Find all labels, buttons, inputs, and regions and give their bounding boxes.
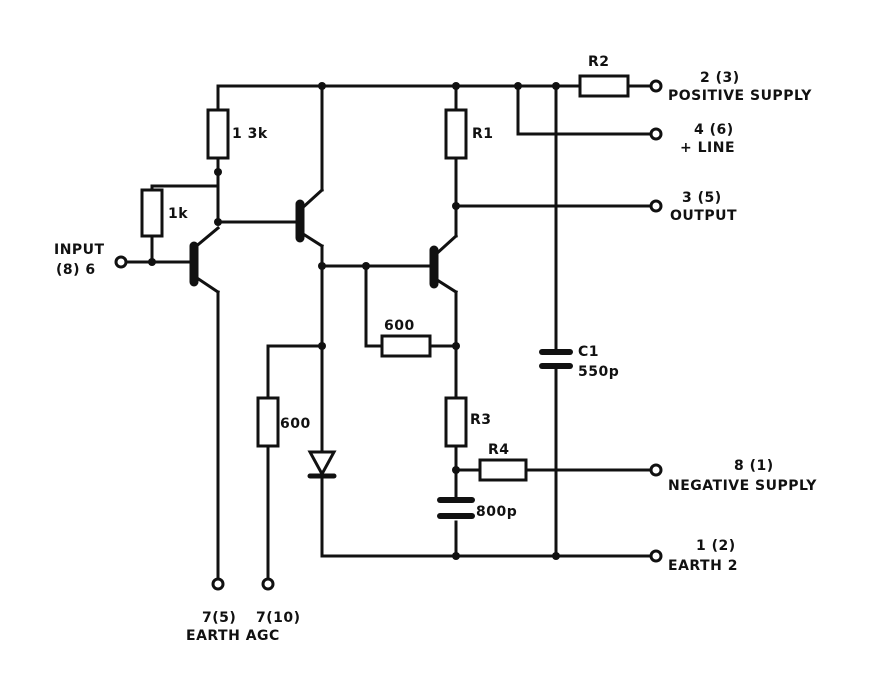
junction-dots: [148, 82, 560, 560]
label-c1-name: C1: [578, 344, 599, 360]
label-600-horizontal: 600: [384, 318, 415, 334]
input-stage: [124, 84, 300, 580]
label-positive-supply: POSITIVE SUPPLY: [668, 88, 812, 104]
label-r2: R2: [588, 54, 610, 70]
terminal-output: [649, 199, 663, 213]
terminal-input: [114, 255, 128, 269]
label-1k3: 1 3k: [232, 126, 268, 142]
label-plus-line: + LINE: [680, 140, 735, 156]
label-negative-supply-pins: 8 (1): [734, 458, 774, 474]
capacitor-800p: [437, 497, 475, 519]
label-negative-supply: NEGATIVE SUPPLY: [668, 478, 817, 494]
terminal-agc: [261, 577, 275, 591]
resistor-r2: [578, 74, 630, 98]
label-earth-agc: EARTH AGC: [186, 628, 280, 644]
resistor-1k: [140, 188, 164, 238]
resistor-r3: [444, 396, 468, 448]
label-earth2: EARTH 2: [668, 558, 738, 574]
resistor-600-vertical: [256, 396, 280, 448]
label-input: INPUT: [54, 242, 105, 258]
label-output-pins: 3 (5): [682, 190, 722, 206]
label-r3: R3: [470, 412, 492, 428]
label-800p: 800p: [476, 504, 517, 520]
resistor-600-horizontal: [380, 334, 432, 358]
label-output: OUTPUT: [670, 208, 737, 224]
capacitor-c1: [539, 349, 573, 369]
label-input-pins: (8) 6: [56, 262, 96, 278]
terminal-negative-supply: [649, 463, 663, 477]
label-c1-value: 550p: [578, 364, 619, 380]
label-600-vertical: 600: [280, 416, 311, 432]
label-earth-pins: 7(5): [202, 610, 236, 626]
label-1k: 1k: [168, 206, 188, 222]
resistor-r1: [444, 108, 468, 160]
label-r4: R4: [488, 442, 510, 458]
c1-branch: [320, 84, 654, 558]
label-agc-pins: 7(10): [256, 610, 301, 626]
diode: [307, 450, 337, 479]
terminal-earth2: [649, 549, 663, 563]
terminal-positive-supply: [649, 79, 663, 93]
terminal-earth: [211, 577, 225, 591]
label-positive-supply-pins: 2 (3): [700, 70, 740, 86]
label-r1: R1: [472, 126, 494, 142]
label-earth2-pins: 1 (2): [696, 538, 736, 554]
resistor-1k3: [206, 108, 230, 160]
terminal-plus-line: [649, 127, 663, 141]
label-plus-line-pins: 4 (6): [694, 122, 734, 138]
resistor-r4: [478, 458, 528, 482]
